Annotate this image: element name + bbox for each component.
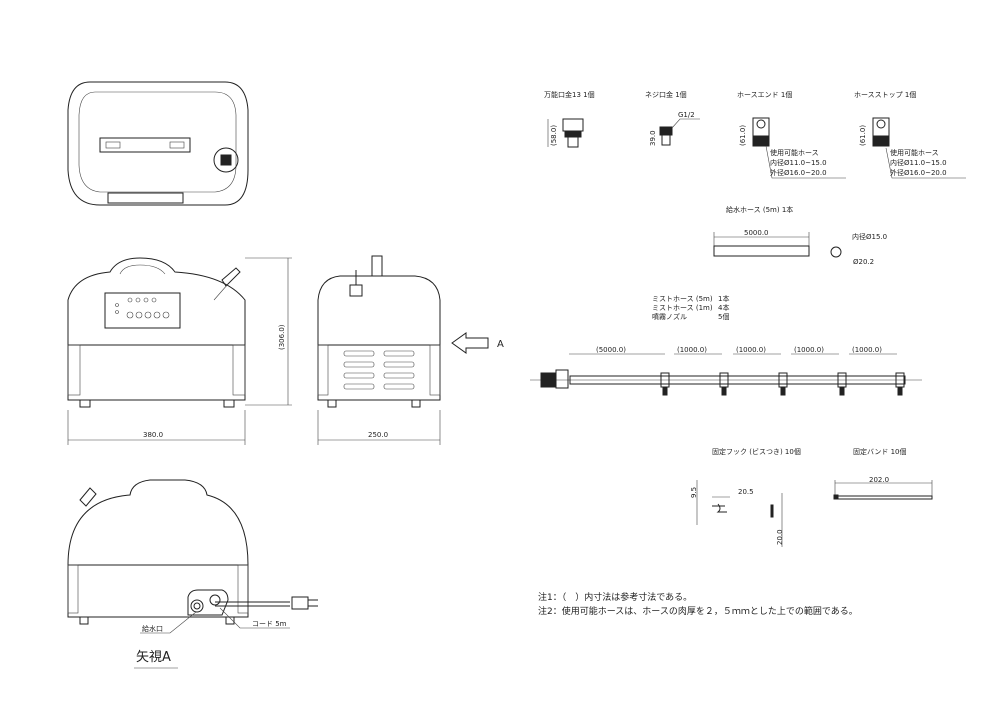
mist-nozzle — [662, 386, 668, 396]
view-a-title: 矢視A — [136, 650, 171, 665]
band-length: 202.0 — [869, 476, 889, 484]
note-2: 注2：使用可能ホースは、ホースの肉厚を２，５ｍｍとした上での範囲である。 — [538, 605, 858, 617]
note-1: 注1：（ ）内寸法は参考寸法である。 — [538, 591, 692, 603]
width-dimension-380: 380.0 — [143, 431, 163, 439]
hose-end-hose-title: 使用可能ホース — [770, 148, 819, 157]
water-inlet-label: 給水口 — [142, 624, 163, 633]
height-dimension-306: (306.0) — [278, 324, 286, 350]
mist-nozzle — [839, 386, 845, 396]
mist-dim: (5000.0) — [596, 346, 626, 354]
mist-nozzle — [780, 386, 786, 396]
hook-dim-w: 20.5 — [738, 488, 754, 496]
mist-item-qty: 5個 — [718, 312, 729, 321]
supply-hose-label: 給水ホース (5m) 1本 — [726, 205, 793, 214]
hose-stop-inner: 内径Ø11.0~15.0 — [890, 158, 947, 167]
view-arrow-label: A — [497, 339, 504, 350]
mist-item-name: ミストホース (5m) — [652, 295, 713, 303]
hose-stop-label: ホースストップ 1個 — [854, 90, 916, 99]
band-label: 固定バンド 10個 — [853, 447, 906, 456]
supply-hose-inner: 内径Ø15.0 — [852, 232, 887, 241]
mist-dim: (1000.0) — [736, 346, 766, 354]
hook-dim-screw: 20.0 — [776, 529, 784, 545]
hose-stop-hose-title: 使用可能ホース — [890, 148, 939, 157]
hook-and-band: 固定フック (ビスつき) 10個 固定バンド 10個 9.5 20.5 20.0… — [690, 447, 933, 547]
hose-end-label: ホースエンド 1個 — [737, 90, 792, 99]
top-view — [67, 81, 249, 206]
mist-nozzle — [721, 386, 727, 396]
universal-fitting-dim: (58.0) — [550, 125, 558, 146]
supply-hose: 給水ホース (5m) 1本 5000.0 内径Ø15.0 Ø20.2 — [713, 205, 887, 266]
mist-nozzle — [897, 386, 903, 396]
mist-item-qty: 1本 — [718, 294, 729, 303]
universal-fitting-label: 万能口金13 1個 — [544, 90, 595, 99]
thread-fitting-dim: 39.0 — [649, 130, 657, 146]
rear-view: 給水口 コード 5m 矢視A — [67, 479, 318, 669]
side-view: 250.0 A — [317, 255, 504, 445]
supply-hose-length: 5000.0 — [744, 229, 769, 237]
mist-dim: (1000.0) — [852, 346, 882, 354]
hose-end-dim: (61.0) — [739, 125, 747, 146]
mist-dim: (1000.0) — [794, 346, 824, 354]
fittings: 万能口金13 1個 (58.0) ネジ口金 1個 G1/2 39.0 ホースエン… — [544, 90, 966, 179]
hook-dim-h: 9.5 — [690, 487, 698, 498]
hose-stop-dim: (61.0) — [859, 125, 867, 146]
mist-dim: (1000.0) — [677, 346, 707, 354]
front-view: 380.0 (306.0) — [67, 257, 292, 445]
thread-fitting-label: ネジ口金 1個 — [645, 90, 687, 99]
mist-hose-assembly: ミストホース (5m) 1本 ミストホース (1m) 4本 噴霧ノズル 5個 (… — [530, 294, 922, 396]
hook-label: 固定フック (ビスつき) 10個 — [712, 447, 801, 456]
supply-hose-outer: Ø20.2 — [853, 258, 874, 266]
mist-item-name: 噴霧ノズル — [652, 312, 687, 321]
mist-item-qty: 4本 — [718, 303, 729, 312]
view-arrow-icon — [451, 332, 489, 354]
hose-end-outer: 外径Ø16.0~20.0 — [770, 168, 827, 177]
cord-label: コード 5m — [252, 620, 287, 628]
width-dimension-250: 250.0 — [368, 431, 388, 439]
hose-stop-outer: 外径Ø16.0~20.0 — [890, 168, 947, 177]
thread-spec: G1/2 — [678, 111, 695, 119]
hose-end-inner: 内径Ø11.0~15.0 — [770, 158, 827, 167]
mist-item-name: ミストホース (1m) — [652, 304, 713, 312]
